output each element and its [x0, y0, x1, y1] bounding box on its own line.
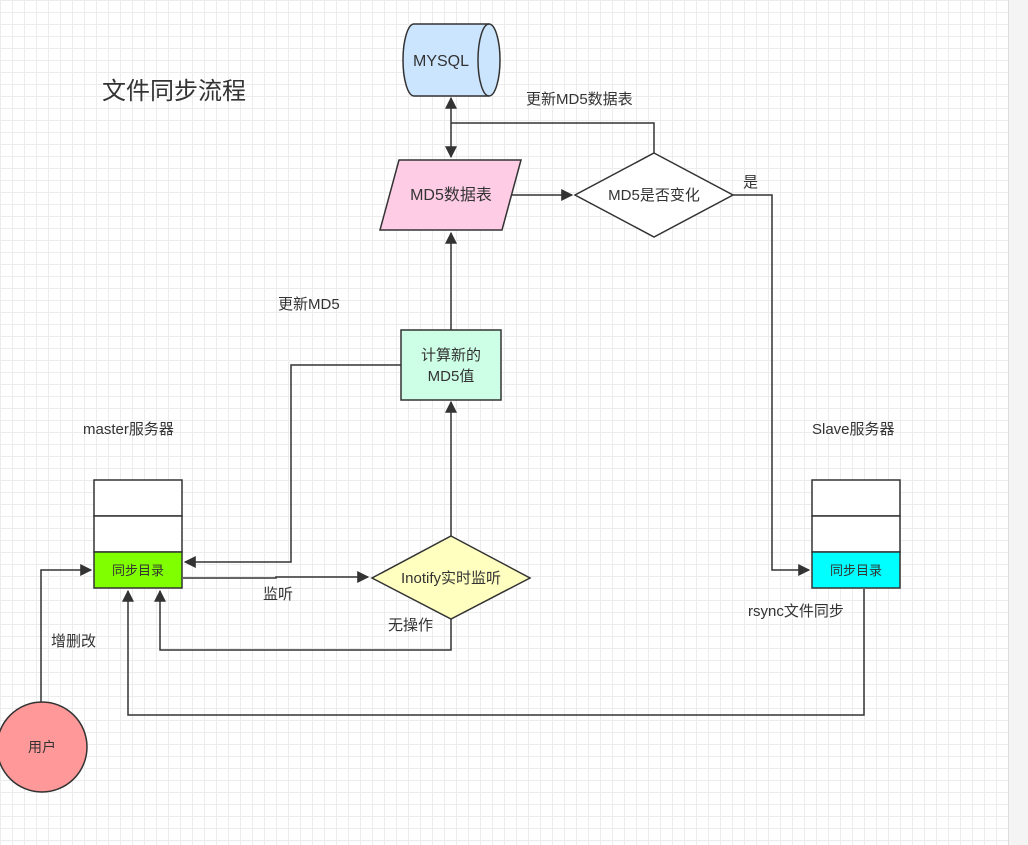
- slave-server-label: Slave服务器: [812, 421, 895, 438]
- inotify-decision-node[interactable]: Inotify实时监听: [370, 535, 532, 620]
- edge-master-inotify: [183, 571, 370, 583]
- edge-changed-slave: [733, 194, 811, 576]
- edge-slave-master: [122, 589, 865, 716]
- edge-changed-update-table: [451, 122, 655, 153]
- md5-changed-decision-node[interactable]: MD5是否变化: [573, 152, 735, 238]
- edge-label-update-md5: 更新MD5: [278, 296, 340, 313]
- edge-inotify-master: [154, 589, 452, 651]
- mysql-label: MYSQL: [413, 53, 469, 70]
- edge-compute-master: [183, 364, 401, 568]
- master-sync-dir-label: 同步目录: [112, 563, 164, 578]
- mysql-database-node[interactable]: MYSQL: [402, 23, 501, 97]
- scrollbar-strip: [1008, 0, 1028, 845]
- edge-label-listen: 监听: [263, 586, 293, 603]
- compute-md5-node[interactable]: 计算新的 MD5值: [400, 329, 502, 401]
- user-node[interactable]: 用户: [0, 701, 88, 793]
- inotify-label: Inotify实时监听: [401, 570, 501, 587]
- diagram-title: 文件同步流程: [102, 78, 246, 105]
- edge-label-update-md5-table: 更新MD5数据表: [526, 91, 633, 108]
- edge-label-crud: 增删改: [51, 633, 96, 650]
- compute-label-line2: MD5值: [428, 368, 475, 385]
- slave-sync-dir-label: 同步目录: [830, 563, 882, 578]
- edge-user-master: [40, 564, 93, 702]
- edge-label-rsync: rsync文件同步: [748, 603, 844, 620]
- master-server-node[interactable]: 同步目录: [93, 479, 183, 589]
- md5-changed-label: MD5是否变化: [608, 187, 700, 204]
- compute-label-line1: 计算新的: [421, 346, 481, 364]
- edge-label-yes: 是: [743, 174, 758, 191]
- md5-table-node[interactable]: MD5数据表: [379, 159, 522, 231]
- user-label: 用户: [28, 739, 56, 755]
- md5-table-label: MD5数据表: [410, 186, 492, 204]
- master-server-label: master服务器: [83, 421, 174, 438]
- slave-server-node[interactable]: 同步目录: [811, 479, 901, 589]
- edge-label-no-action: 无操作: [388, 617, 433, 634]
